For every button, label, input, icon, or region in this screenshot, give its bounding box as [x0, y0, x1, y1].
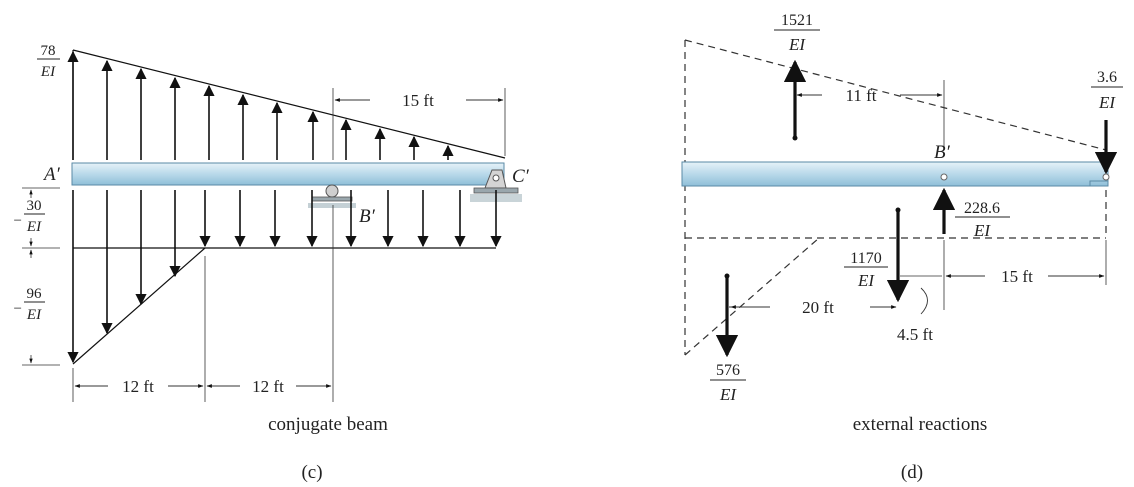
- force-mid-denominator: EI: [973, 221, 991, 240]
- force-576-numerator: 576: [716, 362, 740, 379]
- caption-conjugate-beam: conjugate beam: [268, 414, 388, 435]
- panel-c: 78 EI − 30 EI − 96 EI A′ C′ B′ 15 ft 12 …: [14, 43, 530, 483]
- dim-15ft: 15 ft: [402, 91, 434, 110]
- force-mid-numerator: 228.6: [964, 200, 1000, 217]
- panel-d: 1521 EI 3.6 EI 228.6 EI 1170 EI 576 EI B…: [681, 12, 1123, 483]
- roller-support: [308, 184, 356, 208]
- bottom-load-sign: −: [14, 301, 22, 317]
- panel-d-tag: (d): [901, 462, 923, 483]
- dim-11ft: 11 ft: [845, 86, 876, 105]
- node-c-label: C′: [512, 166, 530, 187]
- caption-external-reactions: external reactions: [853, 414, 988, 435]
- bottom-load-arrows: [67, 190, 502, 364]
- mid-load-numerator: 30: [27, 198, 42, 214]
- mid-load-sign: −: [14, 213, 22, 229]
- top-load-arrows: [67, 50, 454, 160]
- force-right-numerator: 3.6: [1097, 69, 1117, 86]
- bottom-load-denominator: EI: [26, 307, 42, 323]
- force-arrows: [715, 59, 1118, 358]
- conjugate-beam: [71, 162, 505, 186]
- beam-d: [681, 161, 1109, 187]
- panel-c-tag: (c): [301, 462, 322, 483]
- force-top-numerator: 1521: [781, 12, 813, 29]
- dashed-diagrams: [684, 39, 1107, 356]
- top-load-edge: [72, 49, 506, 159]
- node-b-label-d: B′: [934, 142, 951, 163]
- dim-20ft: 20 ft: [802, 298, 834, 317]
- dim-15ft-d: 15 ft: [1001, 267, 1033, 286]
- force-1170-denominator: EI: [857, 271, 875, 290]
- node-b-label: B′: [359, 206, 376, 227]
- force-top-denominator: EI: [788, 35, 806, 54]
- top-load-denominator: EI: [40, 64, 56, 80]
- mid-load-denominator: EI: [26, 219, 42, 235]
- node-a-label: A′: [42, 164, 61, 185]
- force-1170-numerator: 1170: [850, 250, 881, 267]
- dim-12ft-right: 12 ft: [252, 377, 284, 396]
- force-right-denominator: EI: [1098, 93, 1116, 112]
- dim-4-5ft: 4.5 ft: [897, 325, 933, 344]
- top-load-numerator: 78: [41, 43, 56, 59]
- dim-12ft-left: 12 ft: [122, 377, 154, 396]
- force-576-denominator: EI: [719, 385, 737, 404]
- bottom-load-edge: [72, 247, 206, 365]
- bottom-load-numerator: 96: [27, 286, 43, 302]
